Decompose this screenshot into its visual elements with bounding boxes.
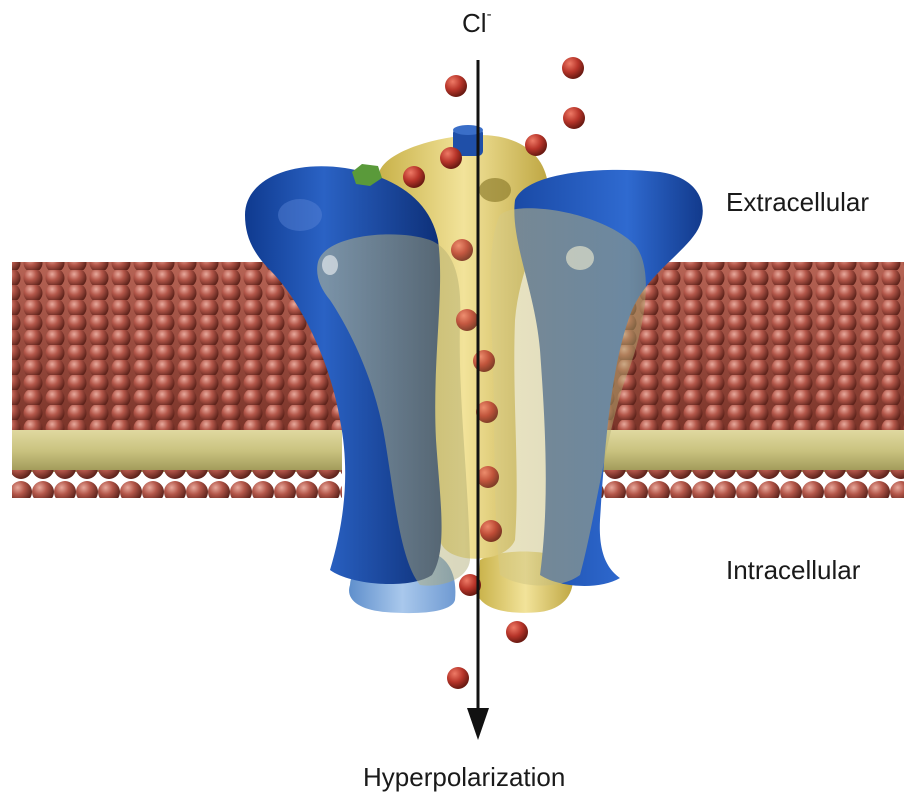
ion-charge: -: [487, 6, 492, 23]
ion-particle: [456, 309, 478, 331]
hyperpolarization-label: Hyperpolarization: [363, 762, 565, 793]
ion-particle: [480, 520, 502, 542]
ion-particle: [473, 350, 495, 372]
ion-particle: [525, 134, 547, 156]
intracellular-label: Intracellular: [726, 555, 860, 586]
ion-label: Cl-: [462, 8, 492, 39]
ion-particle: [447, 667, 469, 689]
ion-particle: [506, 621, 528, 643]
ion-particle: [440, 147, 462, 169]
extracellular-label: Extracellular: [726, 187, 869, 218]
ion-particle: [445, 75, 467, 97]
ion-symbol: Cl: [462, 8, 487, 38]
ion-particle: [477, 466, 499, 488]
ion-particle: [451, 239, 473, 261]
ion-particle: [563, 107, 585, 129]
ion-particle: [403, 166, 425, 188]
ion-particle: [562, 57, 584, 79]
